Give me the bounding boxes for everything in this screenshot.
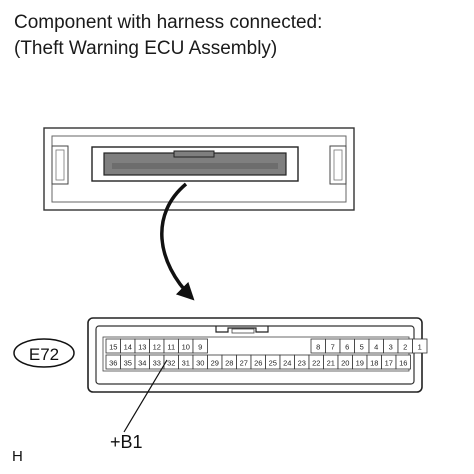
pin-row-top: 15 14 13 12 11 10 9 8 7 6 5 4 3 2 1 <box>105 338 428 354</box>
pin-number: 14 <box>124 343 132 352</box>
pin-number: 3 <box>389 343 393 352</box>
direction-arrow <box>160 182 195 301</box>
pin-number: 9 <box>198 343 202 352</box>
pin-cell <box>192 338 208 354</box>
pin-number: 7 <box>331 343 335 352</box>
pin-number: 27 <box>240 359 248 368</box>
pin-number: 11 <box>167 343 175 352</box>
pin-number: 17 <box>385 359 393 368</box>
pin-number: 16 <box>399 359 407 368</box>
corner-mark: H <box>12 448 23 465</box>
pin-number: 36 <box>109 359 117 368</box>
pin-number: 20 <box>341 359 349 368</box>
callout-label: +B1 <box>110 432 143 452</box>
pin-number: 32 <box>167 359 175 368</box>
pin-number: 31 <box>182 359 190 368</box>
callout-leader-line <box>123 359 168 433</box>
pin-number: 30 <box>196 359 204 368</box>
pin-number: 34 <box>138 359 146 368</box>
pin-number: 4 <box>374 343 378 352</box>
pin-row-bottom: 36 35 34 33 32 31 30 29 28 27 26 25 24 23 22 21 20 19 18 17… <box>105 354 411 370</box>
pin-number: 21 <box>327 359 335 368</box>
pin-number: 18 <box>370 359 378 368</box>
pin-number: 15 <box>109 343 117 352</box>
pin-number: 29 <box>211 359 219 368</box>
pin-number: 28 <box>225 359 233 368</box>
pin-number: 12 <box>153 343 161 352</box>
pin-number: 8 <box>316 343 320 352</box>
pin-number: 25 <box>269 359 277 368</box>
pin-number: 35 <box>124 359 132 368</box>
pin-cell <box>412 338 428 354</box>
pin-number: 23 <box>298 359 306 368</box>
pin-number: 2 <box>403 343 407 352</box>
pin-number: 10 <box>182 343 190 352</box>
connector-code-badge: E72 <box>13 338 75 368</box>
pin-cell <box>395 354 411 370</box>
pin-number: 5 <box>360 343 364 352</box>
pin-number: 19 <box>356 359 364 368</box>
pin-number: 22 <box>312 359 320 368</box>
connector-code-label: E72 <box>29 345 59 364</box>
ecu-connector-body <box>43 127 355 211</box>
pin-number: 1 <box>418 343 422 352</box>
pin-number: 13 <box>138 343 146 352</box>
pin-number: 26 <box>254 359 262 368</box>
pin-number: 33 <box>153 359 161 368</box>
pin-number: 6 <box>345 343 349 352</box>
header-line-1: Component with harness connected: <box>14 12 323 33</box>
header-line-2: (Theft Warning ECU Assembly) <box>14 38 278 59</box>
pin-number: 24 <box>283 359 291 368</box>
